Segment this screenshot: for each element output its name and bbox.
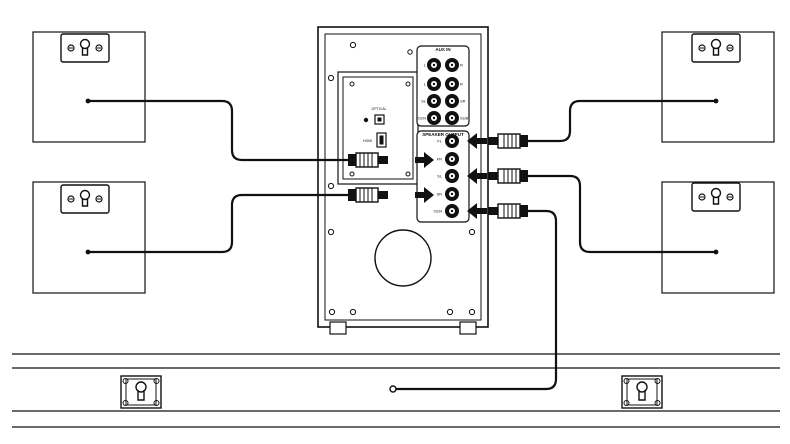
bass-port-icon <box>374 229 432 287</box>
wall-bracket-icon <box>621 375 663 409</box>
aux-in-title: AUX IN <box>435 47 450 52</box>
surround-left-cable <box>86 193 350 254</box>
subwoofer-rear-panel: OPTICAL HDMI AUX IN L R L R SL SR CEN SUB SPEAK… <box>317 26 489 335</box>
keyhole-bracket-icon <box>691 33 741 63</box>
speaker-surround-right <box>661 181 775 294</box>
rca-jack-icon <box>445 187 459 201</box>
center-speaker-cable-end <box>389 385 397 393</box>
jack-label: SUB <box>460 116 469 121</box>
jack-label: SL <box>421 99 427 104</box>
rca-jack-icon <box>427 77 441 91</box>
surround-right-cable <box>526 174 718 254</box>
speaker-front-left <box>32 31 146 143</box>
jack-label: L <box>424 82 427 87</box>
keyhole-bracket-icon <box>60 33 110 63</box>
jack-label: FL <box>437 139 442 144</box>
jack-label: R <box>460 82 463 87</box>
speaker-output-panel: SPEAKER OUTPUT FL FR SL SR CEN <box>416 130 470 223</box>
rca-jack-icon <box>445 58 459 72</box>
arrow-right-icon <box>415 152 434 168</box>
arrow-right-icon <box>415 187 434 203</box>
rca-plug-icon <box>487 133 529 149</box>
front-left-cable <box>86 99 350 162</box>
rca-jack-icon <box>445 169 459 183</box>
hdmi-label: HDMI <box>363 139 372 143</box>
rca-jack-icon <box>445 94 459 108</box>
rca-jack-icon <box>427 111 441 125</box>
rca-plug-icon <box>487 203 529 219</box>
keyhole-bracket-icon <box>60 184 110 214</box>
optical-led-icon <box>363 117 369 123</box>
center-speaker-wall-mount <box>12 353 780 428</box>
keyhole-bracket-icon <box>691 182 741 212</box>
front-right-cable <box>526 99 718 143</box>
rca-plug-icon <box>487 168 529 184</box>
jack-label: R <box>460 63 463 68</box>
jack-label: CEN <box>434 209 443 214</box>
rca-jack-icon <box>445 152 459 166</box>
rca-jack-icon <box>445 204 459 218</box>
center-speaker-cable <box>391 209 558 391</box>
jack-label: FR <box>437 157 442 162</box>
aux-in-panel: AUX IN L R L R SL SR CEN SUB <box>416 45 470 127</box>
speaker-surround-left <box>32 181 146 294</box>
jack-label: CEN <box>418 116 427 121</box>
arrow-left-icon <box>467 133 487 149</box>
rca-jack-icon <box>427 94 441 108</box>
jack-label: SR <box>460 99 466 104</box>
jack-label: SL <box>437 174 443 179</box>
arrow-left-icon <box>467 168 487 184</box>
rca-jack-icon <box>445 77 459 91</box>
arrow-left-icon <box>467 203 487 219</box>
rca-jack-icon <box>445 134 459 148</box>
optical-label: OPTICAL <box>372 107 387 111</box>
rca-jack-icon <box>445 111 459 125</box>
jack-label: SR <box>436 192 442 197</box>
wall-bracket-icon <box>120 375 162 409</box>
speaker-output-title: SPEAKER OUTPUT <box>422 132 464 137</box>
jack-label: L <box>424 63 427 68</box>
speaker-front-right <box>661 31 775 143</box>
rca-jack-icon <box>427 58 441 72</box>
